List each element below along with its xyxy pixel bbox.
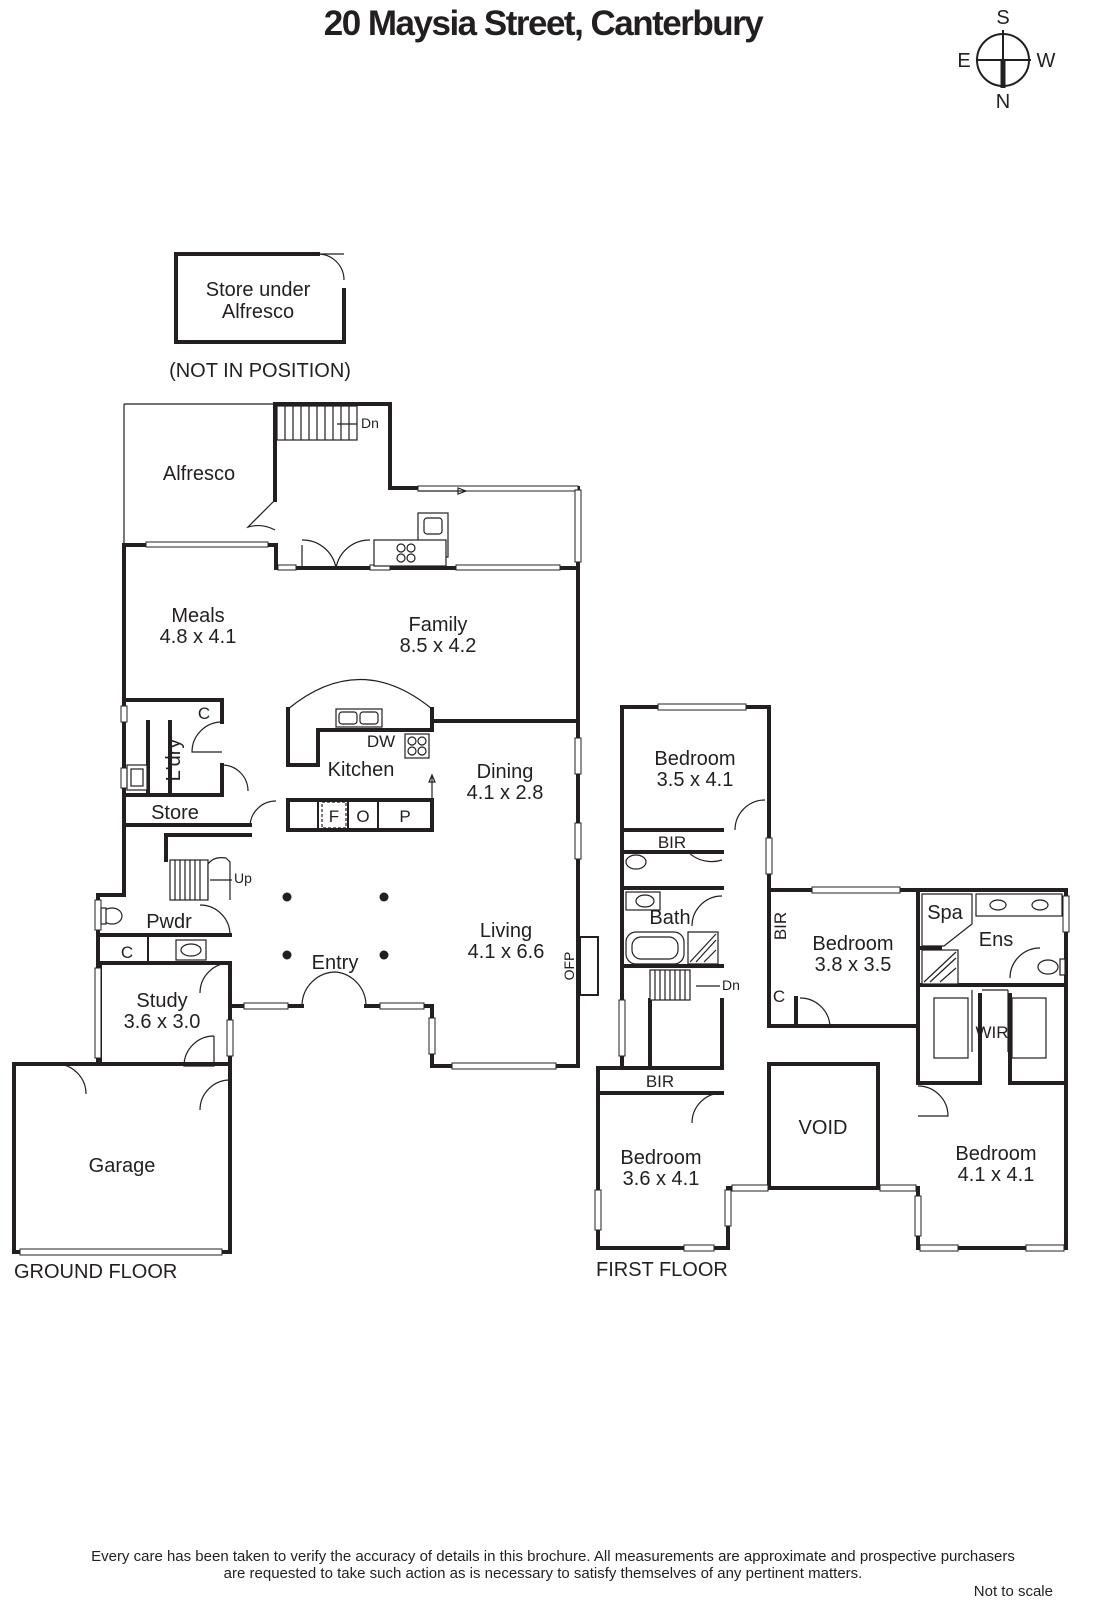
family-size: 8.5 x 4.2: [400, 635, 477, 657]
cupboard-label-1: C: [198, 704, 210, 723]
dining-label: Dining: [477, 761, 534, 783]
compass-east-label: E: [957, 50, 970, 72]
garage-label: Garage: [89, 1155, 156, 1177]
entry-label: Entry: [312, 952, 359, 974]
bath-label: Bath: [649, 907, 690, 929]
compass: S E W N: [957, 7, 1055, 113]
cupboard-first-label: C: [773, 987, 785, 1006]
cupboard-label-2: C: [121, 943, 133, 962]
not-to-scale-note: Not to scale: [974, 1583, 1053, 1600]
wir-label: WIR: [975, 1023, 1008, 1042]
bedroom-4-label: Bedroom: [955, 1143, 1036, 1165]
ensuite-label: Ens: [979, 929, 1013, 951]
meals-size: 4.8 x 4.1: [160, 626, 237, 648]
alfresco-label: Alfresco: [163, 463, 235, 485]
laundry-label: L'dry: [163, 739, 185, 782]
dishwasher-label: DW: [367, 732, 395, 751]
bedroom-2-size: 3.8 x 3.5: [815, 954, 892, 976]
ground-floor-label: GROUND FLOOR: [14, 1261, 177, 1283]
meals-label: Meals: [171, 605, 224, 627]
compass-west-label: W: [1037, 50, 1056, 72]
bedroom-2-label: Bedroom: [812, 933, 893, 955]
study-size: 3.6 x 3.0: [124, 1011, 201, 1033]
first-floor-stairs: Dn: [649, 969, 740, 1001]
store-label: Store: [151, 802, 199, 824]
powder-room-label: Pwdr: [146, 911, 192, 933]
disclaimer-line-2: are requested to take such action as is …: [224, 1565, 863, 1582]
family-label: Family: [409, 614, 468, 636]
store-alfresco-line1: Store under: [206, 279, 311, 301]
first-stairs-dn: Dn: [722, 977, 740, 993]
bir-1-label: BIR: [658, 833, 686, 852]
bedroom-3-size: 3.6 x 4.1: [623, 1168, 700, 1190]
bir-3-label: BIR: [646, 1072, 674, 1091]
living-label: Living: [480, 920, 532, 942]
ground-stairs: Up: [169, 857, 252, 901]
spa-label: Spa: [927, 902, 963, 924]
pantry-label: P: [399, 807, 410, 826]
not-in-position-note: (NOT IN POSITION): [169, 360, 351, 382]
bir-2-label: BIR: [771, 912, 790, 940]
bedroom-1-label: Bedroom: [654, 748, 735, 770]
ground-floor-plan: Store under Alfresco (NOT IN POSITION) D…: [12, 252, 599, 1283]
kitchen-label: Kitchen: [328, 759, 395, 781]
alfresco-stairs: Dn: [276, 405, 379, 441]
oven-label: O: [356, 807, 369, 826]
compass-north-label: N: [996, 91, 1010, 113]
disclaimer-line-1: Every care has been taken to verify the …: [91, 1548, 1015, 1565]
page-title: 20 Maysia Street, Canterbury: [324, 4, 765, 43]
void-label: VOID: [799, 1117, 848, 1139]
study-label: Study: [136, 990, 187, 1012]
bedroom-1-size: 3.5 x 4.1: [657, 769, 734, 791]
first-floor-label: FIRST FLOOR: [596, 1259, 728, 1281]
store-under-alfresco: Store under Alfresco (NOT IN POSITION): [169, 252, 351, 382]
alfresco-stairs-dn: Dn: [361, 415, 379, 431]
dining-size: 4.1 x 2.8: [467, 782, 544, 804]
bedroom-4-size: 4.1 x 4.1: [958, 1164, 1035, 1186]
ground-stairs-up: Up: [234, 870, 252, 886]
compass-south-label: S: [996, 7, 1009, 29]
fireplace-label: OFP: [561, 952, 577, 981]
store-alfresco-line2: Alfresco: [222, 301, 294, 323]
living-size: 4.1 x 6.6: [468, 941, 545, 963]
first-floor-plan: Dn Bedroom 3.5 x 4.1 BIR Bath Bedroom 3.…: [594, 703, 1070, 1281]
bedroom-3-label: Bedroom: [620, 1147, 701, 1169]
fridge-label: F: [329, 807, 339, 826]
